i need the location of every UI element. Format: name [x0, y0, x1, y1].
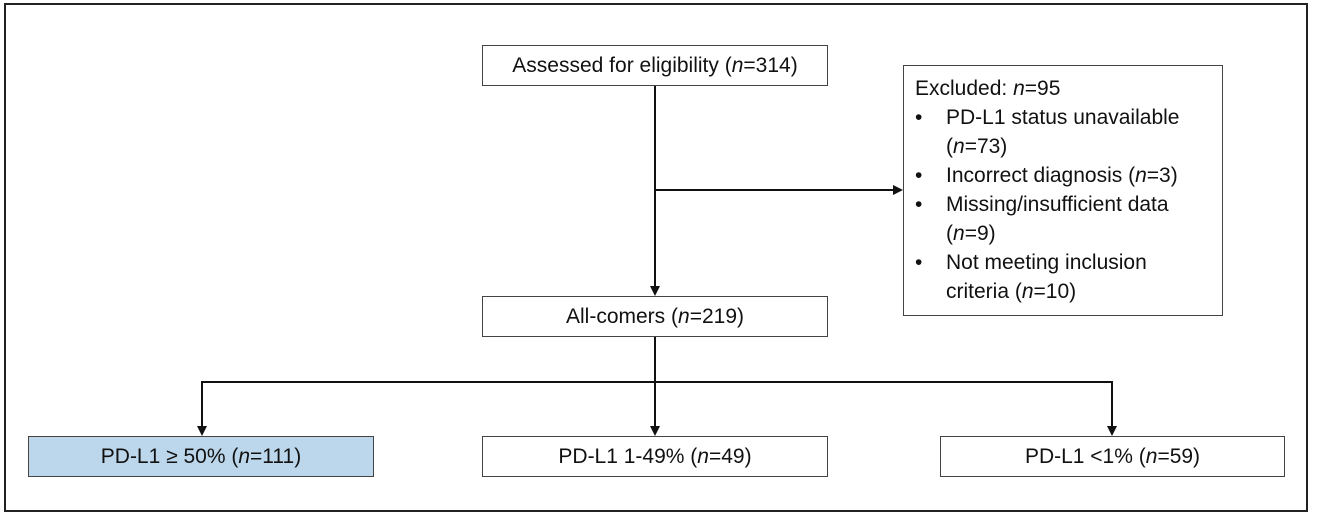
excluded-reason-item: •Missing/insufficient data (n=9): [915, 190, 1212, 248]
group-pdl1-high-box: PD-L1 ≥ 50% (n=111): [28, 436, 374, 477]
all-comers-n-value: =219): [689, 304, 744, 328]
all-comers-n-symbol: n: [678, 304, 690, 328]
assessed-label: Assessed for eligibility (: [512, 53, 732, 77]
excluded-box: Excluded: n=95 •PD-L1 status unavailable…: [903, 65, 1223, 316]
diagram-frame: [4, 3, 1308, 512]
all-comers-box: All-comers (n=219): [482, 296, 828, 337]
bullet-icon: •: [915, 106, 923, 129]
assessed-box: Assessed for eligibility (n=314): [482, 45, 828, 86]
bullet-icon: •: [915, 251, 923, 274]
all-comers-label: All-comers (: [566, 304, 679, 328]
bullet-icon: •: [915, 164, 923, 187]
excluded-reason-item: •PD-L1 status unavailable (n=73): [915, 103, 1212, 161]
bullet-icon: •: [915, 193, 923, 216]
assessed-n-symbol: n: [731, 53, 744, 77]
excluded-reasons-list: •PD-L1 status unavailable (n=73) •Incorr…: [915, 103, 1212, 306]
excluded-reason-item: •Incorrect diagnosis (n=3): [915, 161, 1212, 190]
assessed-n-value: =314): [743, 53, 798, 77]
excluded-title: Excluded: n=95: [915, 77, 1061, 100]
group-pdl1-mid-box: PD-L1 1-49% (n=49): [482, 436, 828, 477]
excluded-reason-item: •Not meeting inclusion criteria (n=10): [915, 248, 1212, 306]
group-pdl1-low-box: PD-L1 <1% (n=59): [940, 436, 1285, 477]
